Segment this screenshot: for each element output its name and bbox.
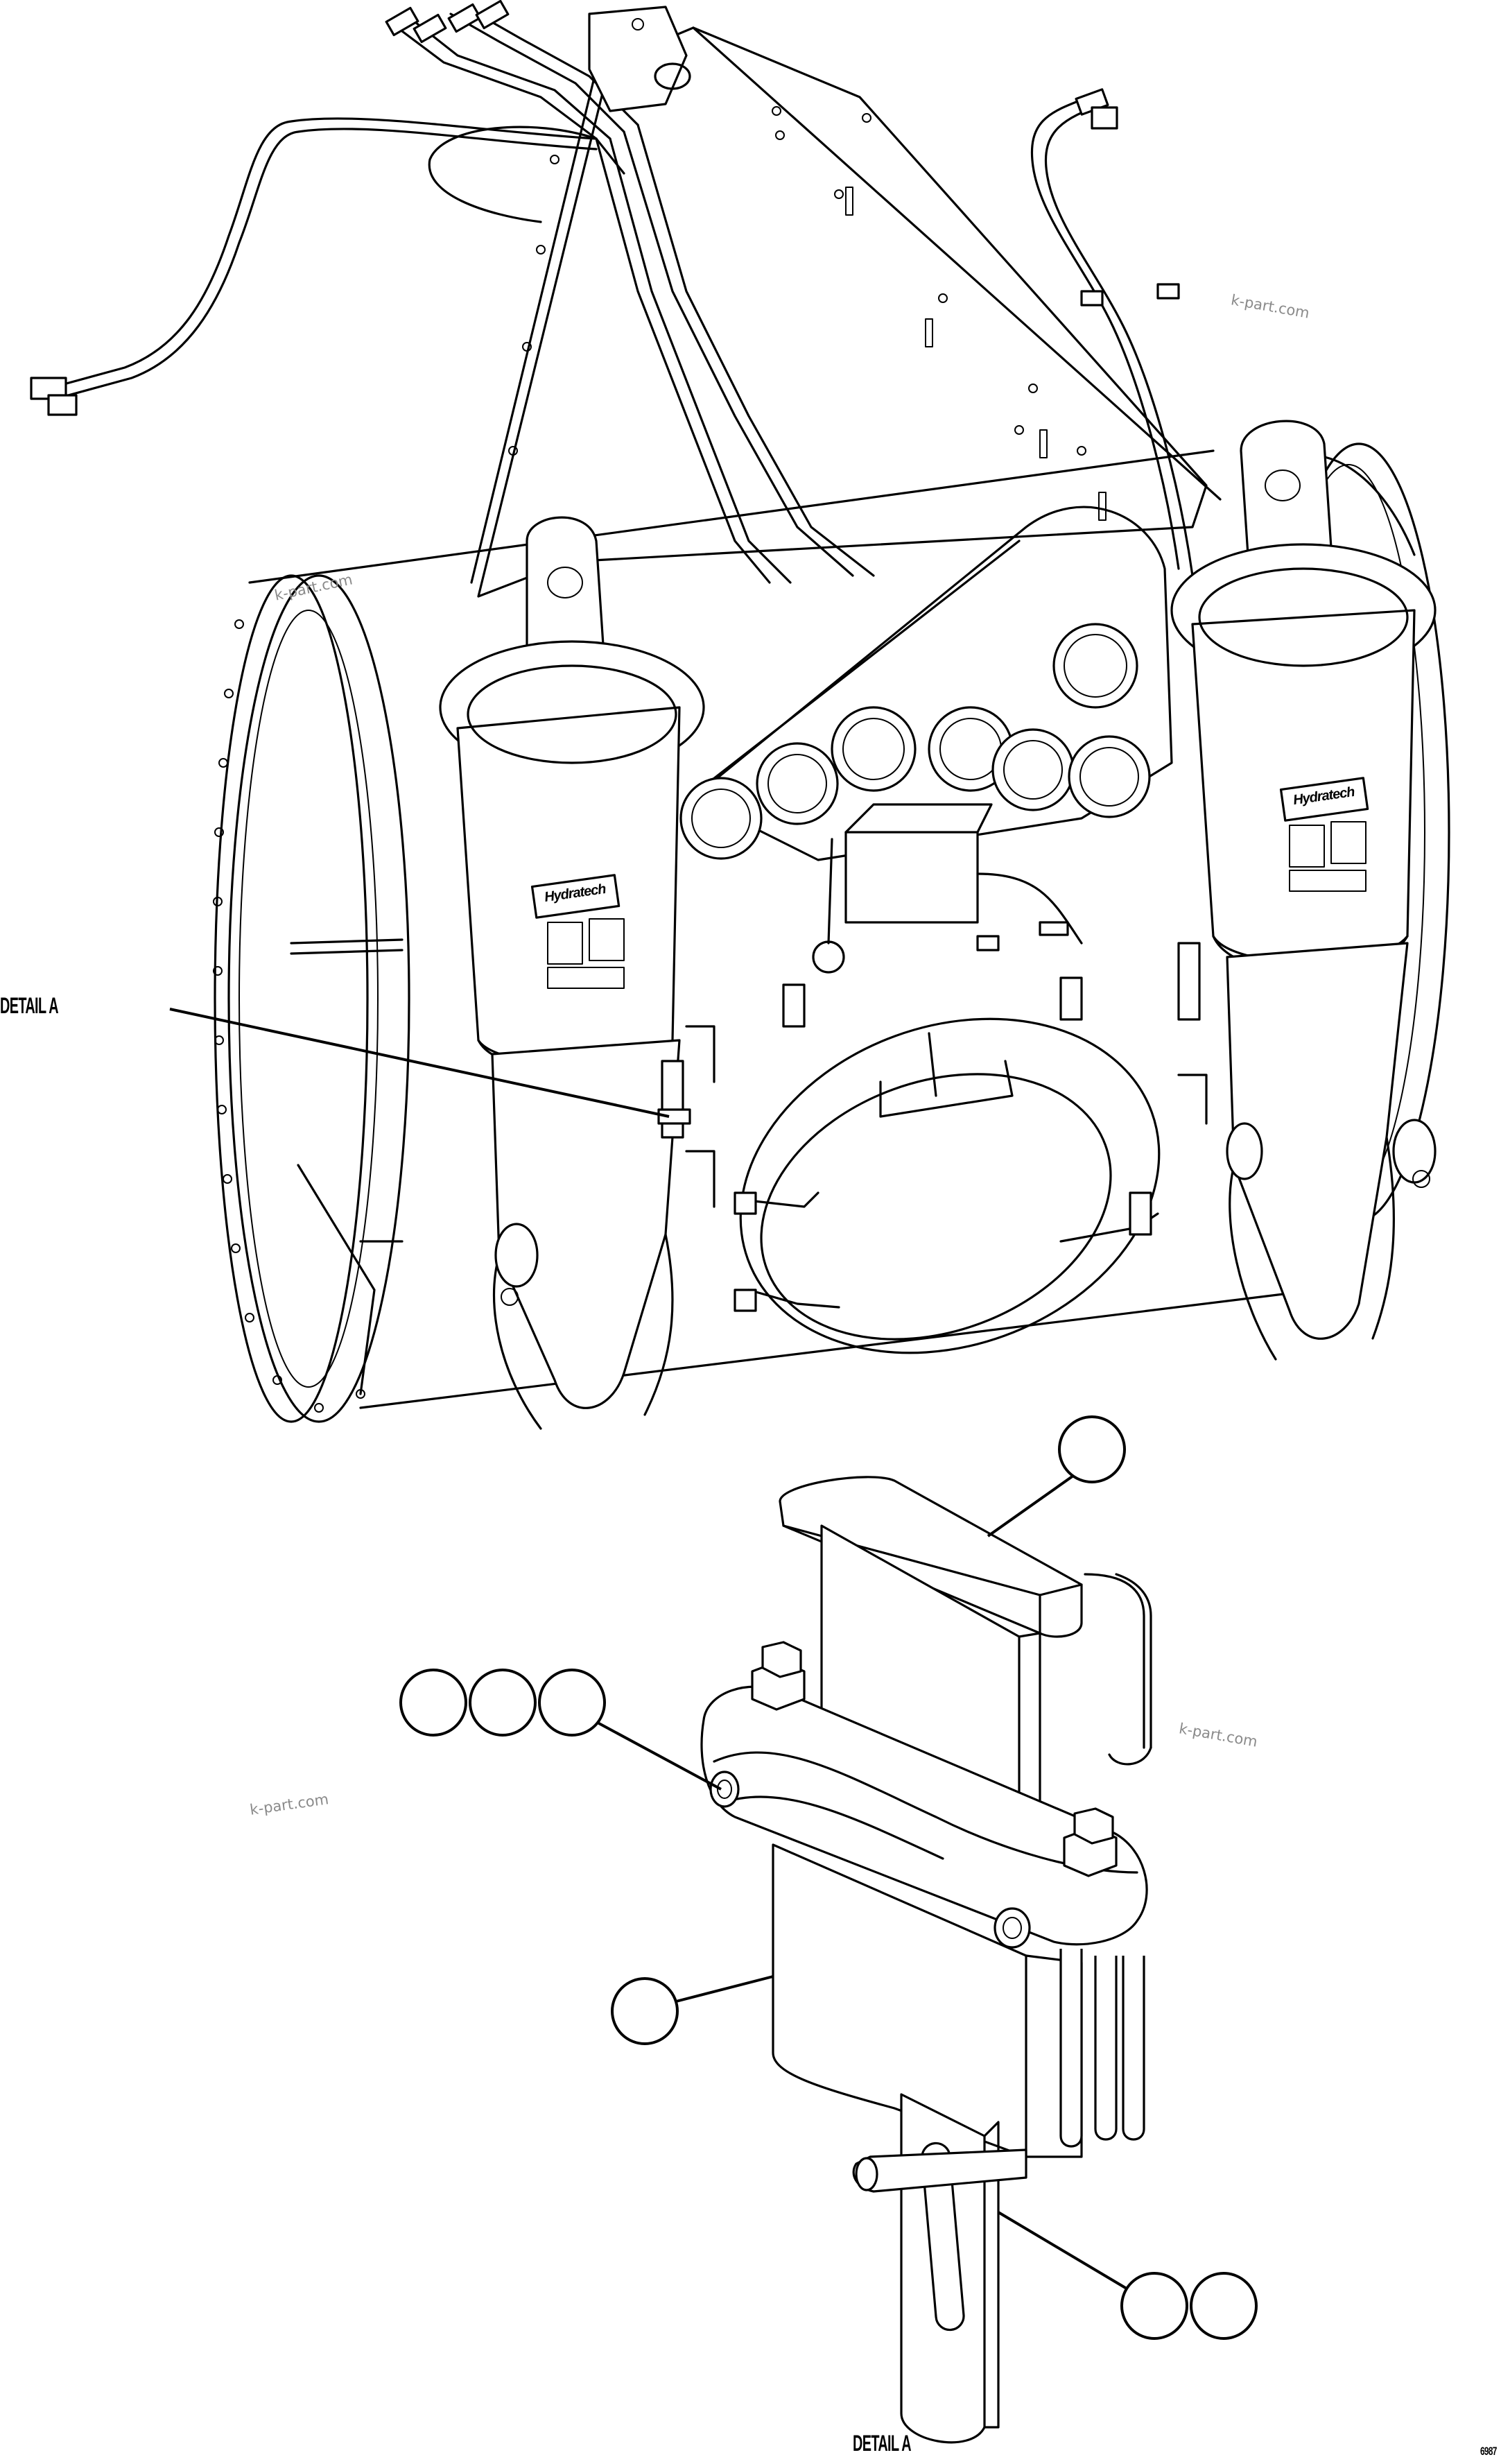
plate-bolts [508, 106, 1107, 521]
inspection-hatch [734, 1017, 1161, 1354]
balloon-2c [538, 1669, 606, 1737]
detail-a-callout: DETAIL A [0, 993, 59, 1018]
balloon-2a [399, 1669, 467, 1737]
flange-bolt-circle [213, 619, 365, 1413]
detail-a-view [399, 1415, 1258, 2444]
balloon-1 [1058, 1415, 1126, 1483]
hydraulic-hoses [30, 0, 1194, 584]
right-cylinder [1170, 420, 1437, 1361]
figure-code: 6987 [1480, 2445, 1497, 2458]
left-cylinder [439, 516, 715, 1430]
hex-nuts [709, 1641, 1118, 1949]
balloon-3 [611, 1977, 679, 2045]
mounting-plate [470, 6, 1222, 598]
detail-a-leader [169, 1008, 670, 1118]
balloon-4b [1190, 2272, 1258, 2340]
balloon-4a [1120, 2272, 1188, 2340]
balloon-2b [469, 1669, 537, 1737]
detail-a-title: DETAIL A [853, 2431, 912, 2456]
gear-train [679, 506, 1173, 1028]
upper-assembly-view [30, 0, 1450, 1430]
detail-balloons [399, 1415, 1258, 2340]
